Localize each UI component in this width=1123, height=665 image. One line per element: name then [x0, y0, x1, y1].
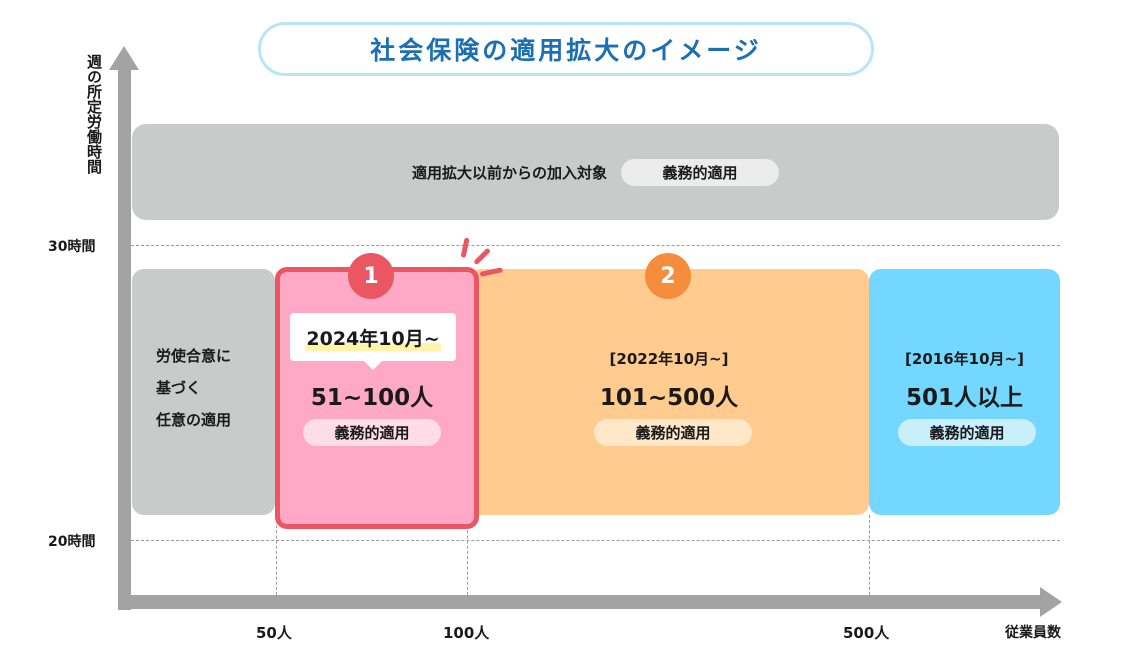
existing-coverage-band: 適用拡大以前からの加入対象 義務的適用: [132, 124, 1059, 220]
gridline-20h: [131, 540, 1060, 541]
x-axis: [118, 595, 1043, 609]
step2-block: [469, 269, 869, 515]
y-axis-label: 週の所定労働時間: [85, 54, 103, 174]
step3-block: [869, 269, 1060, 515]
x-tick-100: 100人: [443, 624, 490, 642]
step2-date: [2022年10月~]: [609, 350, 729, 368]
existing-coverage-label: 適用拡大以前からの加入対象: [411, 163, 607, 182]
step2-badge: 2: [645, 253, 691, 299]
step3-date: [2016年10月~]: [905, 350, 1024, 368]
step1-badge: 1: [348, 253, 394, 299]
title-banner: 社会保険の適用拡大のイメージ: [258, 22, 874, 76]
x-tick-500: 500人: [843, 624, 890, 642]
step1-date: 2024年10月~: [305, 323, 441, 351]
x-axis-arrow-icon: [1040, 587, 1062, 617]
y-axis: [118, 68, 131, 610]
y-tick-30h: 30時間: [48, 239, 96, 255]
step1-date-callout: 2024年10月~: [290, 313, 456, 370]
voluntary-text: 労使合意に 基づく 任意の適用: [156, 340, 231, 436]
mandatory-pill: 義務的適用: [621, 158, 779, 186]
y-tick-20h: 20時間: [48, 534, 96, 550]
x-tick-50: 50人: [256, 624, 292, 642]
step2-range: 101~500人: [599, 385, 739, 411]
step3-mandatory-pill: 義務的適用: [898, 419, 1036, 446]
gridline-100: [467, 515, 468, 595]
diagram-title: 社会保険の適用拡大のイメージ: [370, 36, 762, 65]
step2-mandatory-pill: 義務的適用: [594, 419, 752, 446]
y-axis-arrow-icon: [109, 46, 139, 70]
step3-range: 501人以上: [905, 385, 1023, 411]
voluntary-line-3: 任意の適用: [156, 411, 232, 429]
step1-mandatory-pill: 義務的適用: [303, 419, 441, 446]
gridline-30h: [131, 245, 1060, 246]
x-axis-label: 従業員数: [1005, 625, 1061, 641]
voluntary-line-1: 労使合意に: [156, 347, 232, 365]
voluntary-block: [132, 269, 275, 515]
step1-range: 51~100人: [310, 385, 434, 411]
voluntary-line-2: 基づく: [156, 379, 202, 397]
gridline-500: [869, 515, 870, 595]
gridline-50: [276, 515, 277, 595]
